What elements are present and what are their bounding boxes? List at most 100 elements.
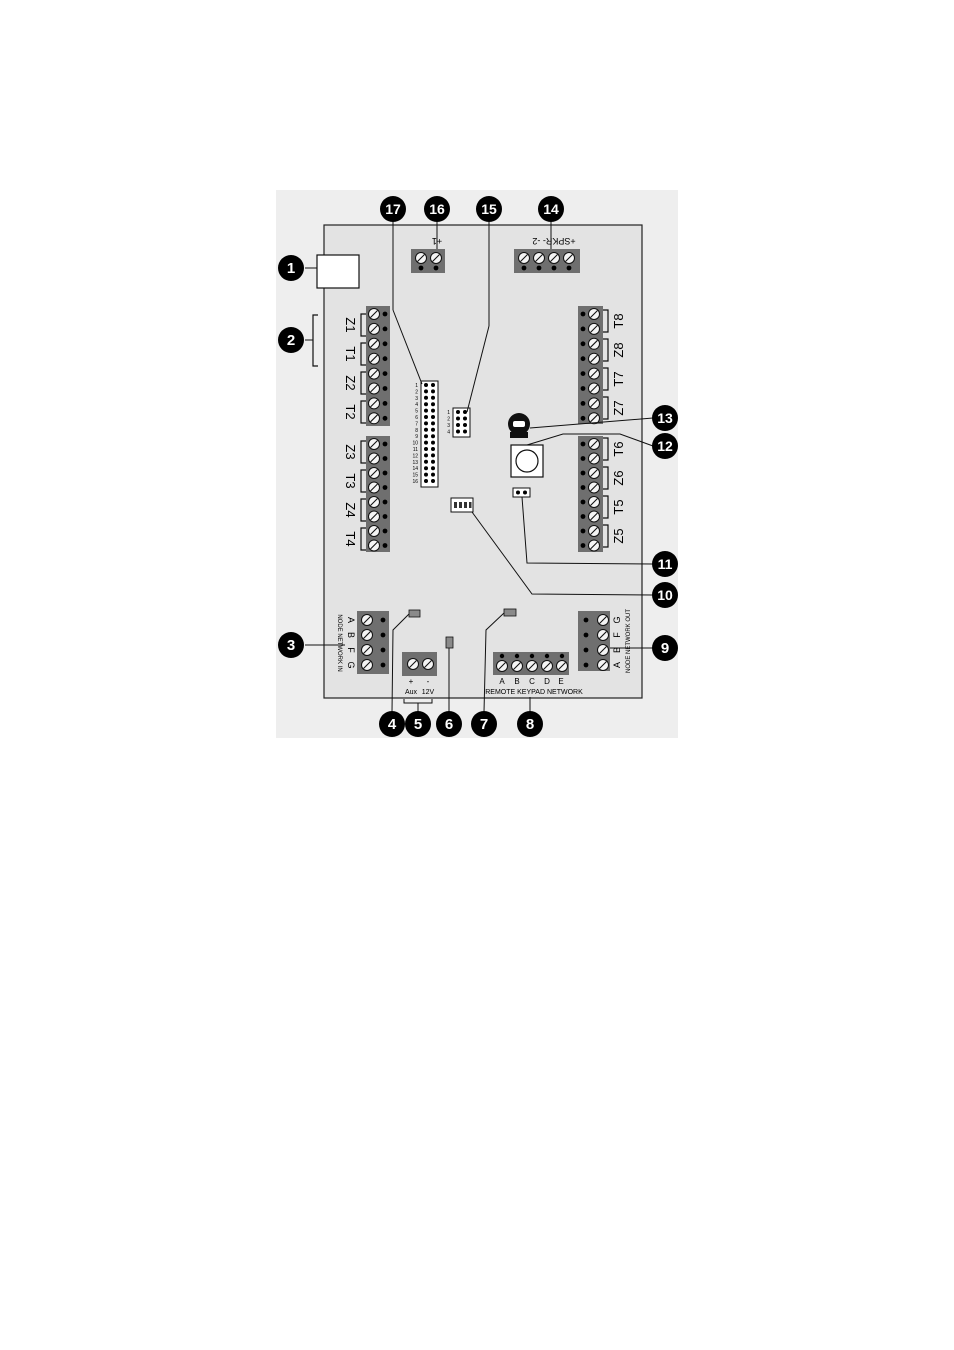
connector-box [317,255,359,288]
terminal-screw [369,413,380,424]
terminal-screw [589,468,600,479]
aux-volt-label: 12V [422,689,435,696]
buzzer [508,413,530,438]
left-terminal-label: T2 [343,404,358,419]
keypad-pin-d: D [544,677,550,686]
header-pin [463,410,467,414]
header-pin [424,473,428,477]
header-pin [424,479,428,483]
terminal-screw [589,323,600,334]
callout-10: 10 [652,582,678,608]
left-terminal-label: Z1 [343,317,358,332]
pin-dot [581,543,586,548]
jumper [513,488,530,497]
pin-dot [383,341,388,346]
pin-dot [383,514,388,519]
pin-dot [581,401,586,406]
header-pin [431,415,435,419]
terminal-screw [589,497,600,508]
speaker-label: +SPKR- -2 [532,236,575,246]
terminal-screw [369,526,380,537]
keypad-pin-b: B [514,677,519,686]
node-network-out-label: NODE NETWORK OUT [626,609,632,673]
svg-text:6: 6 [445,716,453,733]
header-pin [424,447,428,451]
callout-17: 17 [380,196,406,222]
right-terminal-block-upper [578,306,603,424]
pin-dot [383,442,388,447]
header-pin [431,447,435,451]
header-pin-number: 12 [412,453,418,459]
callout-8: 8 [517,711,543,737]
left-terminal-label: Z3 [343,444,358,459]
aux-minus-label: - [427,677,430,686]
pin-dot [383,500,388,505]
led-4 [409,610,420,617]
header-pin [431,434,435,438]
terminal-screw [589,540,600,551]
header-pin [463,423,467,427]
header-pin [424,402,428,406]
svg-text:15: 15 [481,201,497,217]
terminal-screw [369,468,380,479]
led-7 [504,609,516,616]
header-pin [424,434,428,438]
header-pin [431,453,435,457]
left-terminal-label: T1 [343,346,358,361]
header-pin-number: 13 [412,460,418,466]
left-terminal-label: T3 [343,473,358,488]
header-pin [431,396,435,400]
left-terminal-label: Z4 [343,502,358,517]
header-pin [463,430,467,434]
pin-dot [383,416,388,421]
terminal-screw [589,338,600,349]
callout-3: 3 [278,632,304,658]
svg-text:12: 12 [657,438,673,454]
left-terminal-block-upper [366,306,390,426]
terminal-screw [369,453,380,464]
header-pin [431,383,435,387]
terminal-screw [589,353,600,364]
node-network-out-block [578,611,610,671]
header-pin-number: 1 [447,410,450,416]
svg-text:8: 8 [526,716,534,733]
header-pin-number: 8 [415,428,418,434]
svg-text:5: 5 [414,716,422,733]
terminal-screw [589,383,600,394]
header-pin-number: 6 [415,415,418,421]
header-pin-number: 5 [415,409,418,415]
terminal-screw [589,368,600,379]
header-pin [431,441,435,445]
header-pin [456,410,460,414]
right-terminal-label: Z6 [611,470,626,485]
svg-text:2: 2 [287,332,295,349]
header-pin [431,421,435,425]
terminal-screw [369,338,380,349]
left-terminal-label: Z2 [343,375,358,390]
terminal-screw [369,368,380,379]
aux-label: Aux [405,689,418,696]
callout-2: 2 [278,327,304,353]
pin-dot [383,401,388,406]
header-pin [456,423,460,427]
pin-dot [581,371,586,376]
header-pin [456,430,460,434]
header-pin [456,417,460,421]
pin-dot [383,312,388,317]
right-terminal-label: Z5 [611,528,626,543]
header-pin [424,428,428,432]
header-pin-number: 4 [447,430,450,436]
header-pin [424,421,428,425]
keypad-pin-c: C [529,677,535,686]
pin-dot [581,456,586,461]
callout-9: 9 [652,635,678,661]
header-pin-number: 3 [415,396,418,402]
svg-text:3: 3 [287,637,295,654]
led-6 [446,637,453,648]
left-terminal-block-lower [366,436,390,552]
header-pin-number: 14 [412,466,418,472]
callout-12: 12 [652,433,678,459]
terminal-screw [369,439,380,450]
header-pin [424,415,428,419]
node-in-pin-b: B [346,632,356,638]
